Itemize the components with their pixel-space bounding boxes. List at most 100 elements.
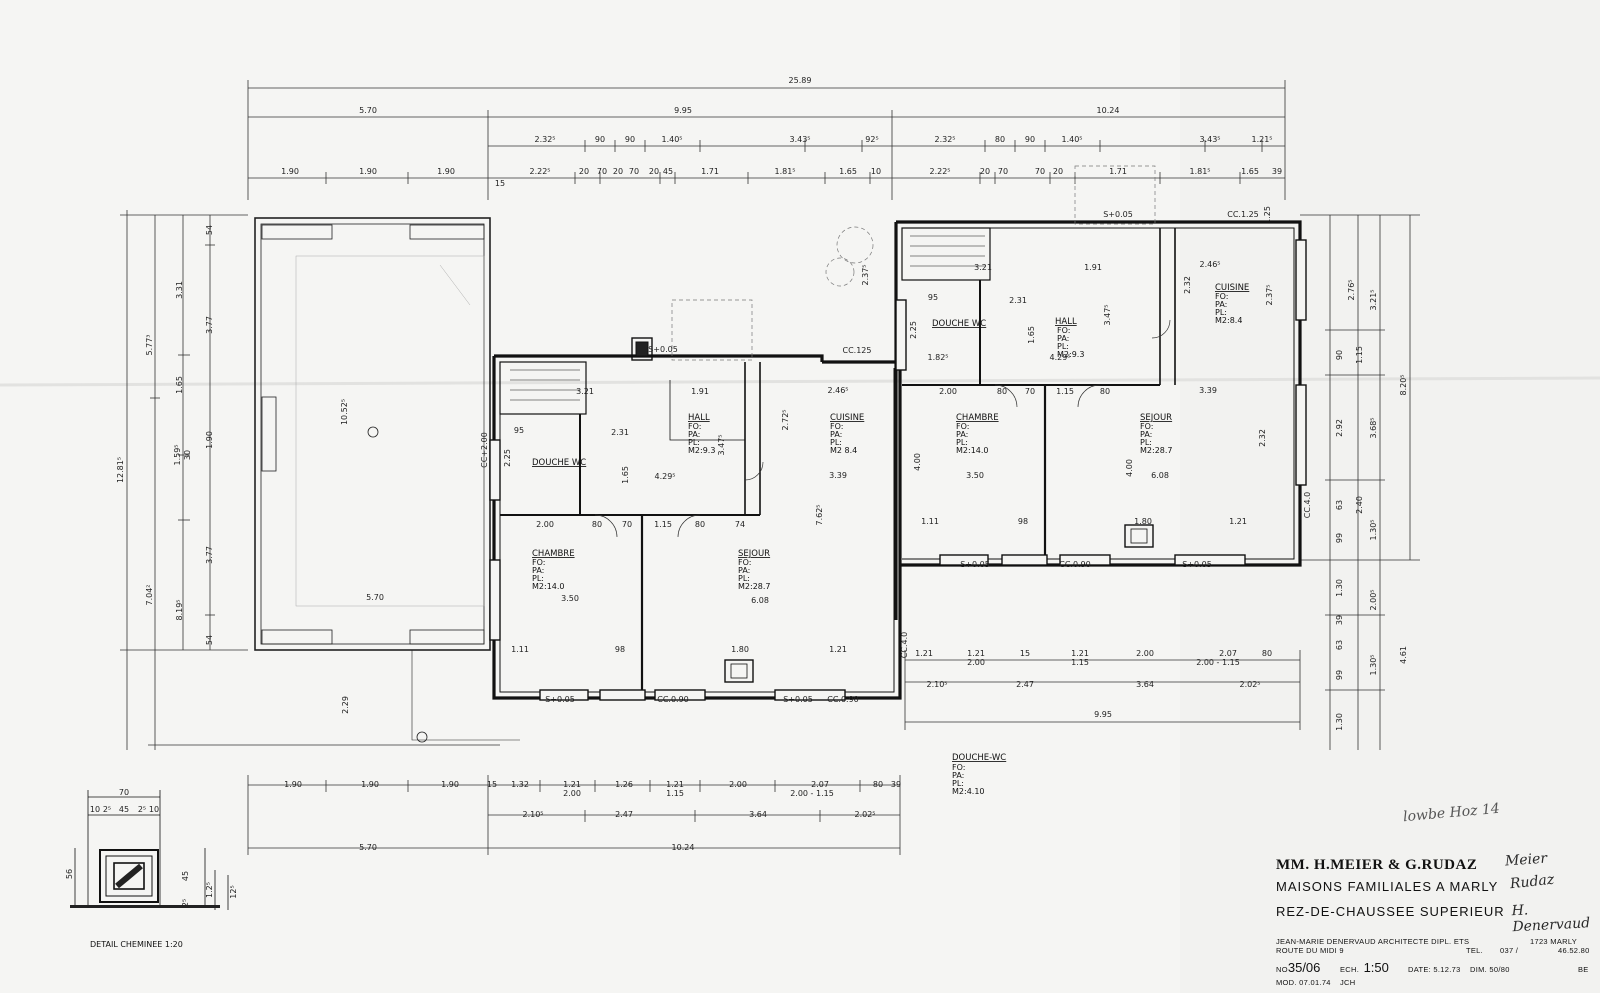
svg-text:3.47⁵: 3.47⁵ [717,434,726,455]
svg-text:1.91: 1.91 [691,387,709,396]
svg-text:1.80: 1.80 [731,645,749,654]
svg-text:2.25: 2.25 [503,449,512,467]
svg-text:DOUCHE WC: DOUCHE WC [932,319,986,329]
svg-text:1.71: 1.71 [1109,167,1127,176]
svg-text:39: 39 [1335,615,1344,625]
svg-text:90: 90 [1025,135,1035,144]
svg-text:1.15: 1.15 [1071,658,1089,667]
svg-text:2.02⁵: 2.02⁵ [1239,680,1260,689]
svg-text:2.00 - 1.15: 2.00 - 1.15 [1196,658,1240,667]
room-sejour-right: SEJOUR FO: PA: PL: M2:28.7 [1140,413,1173,455]
svg-text:CC.0.90: CC.0.90 [827,695,859,704]
firm-name: MM. H.MEIER & G.RUDAZ [1276,857,1478,873]
svg-text:90: 90 [595,135,605,144]
svg-text:1.71: 1.71 [701,167,719,176]
inner-dimension-labels: 3.21 1.91 2.31 4.29⁵ 3.50 6.08 2.00 80 7… [503,260,1274,654]
svg-text:2.00: 2.00 [1136,649,1154,658]
dim-bottom-right: 10.24 [672,843,695,852]
svg-text:6.08: 6.08 [1151,471,1169,480]
svg-text:20: 20 [649,167,659,176]
svg-text:3.21: 3.21 [974,263,992,272]
svg-text:PA:: PA: [1215,300,1227,309]
room-hall-left: HALL FO: PA: PL: M2:9.3 [688,413,715,455]
dim-label: DIM. [1470,965,1488,974]
svg-text:M2 8.4: M2 8.4 [830,446,857,455]
svg-text:2.31: 2.31 [1009,296,1027,305]
svg-text:2.02⁵: 2.02⁵ [854,810,875,819]
svg-text:3.50: 3.50 [561,594,579,603]
svg-text:CHAMBRE: CHAMBRE [532,549,575,559]
drawing-date: DATE: 5.12.73 [1408,965,1461,974]
signature-denervaud: H. Denervaud [1511,902,1591,936]
svg-text:CC.125: CC.125 [843,346,872,355]
svg-text:3.68⁵: 3.68⁵ [1369,417,1378,438]
svg-text:3.43⁵: 3.43⁵ [1199,135,1220,144]
svg-text:M2:28.7: M2:28.7 [1140,446,1173,455]
svg-text:3.21⁵: 3.21⁵ [1369,289,1378,310]
svg-text:PL:: PL: [830,438,842,447]
svg-text:7.04²: 7.04² [145,584,154,605]
date-value: 5.12.73 [1433,965,1461,974]
floor-level: REZ-DE-CHAUSSEE SUPERIEUR [1276,904,1505,919]
svg-text:PA:: PA: [956,430,968,439]
svg-text:PL:: PL: [532,574,544,583]
svg-text:FO:: FO: [830,422,843,431]
svg-text:3.47⁵: 3.47⁵ [1103,304,1112,325]
svg-text:PA:: PA: [830,430,842,439]
svg-text:PA:: PA: [952,771,964,780]
svg-text:70: 70 [119,788,129,797]
svg-text:30: 30 [183,450,192,460]
drawing-mod: MOD. 07.01.74 [1276,978,1331,987]
bottom-dimension-lines [247,775,901,855]
svg-text:1.59⁵: 1.59⁵ [173,444,182,465]
svg-text:95: 95 [514,426,524,435]
svg-text:M2:14.0: M2:14.0 [956,446,989,455]
svg-text:PL:: PL: [956,438,968,447]
svg-text:PL:: PL: [1215,308,1227,317]
svg-text:M2:14.0: M2:14.0 [532,582,565,591]
svg-text:CC.0.90: CC.0.90 [657,695,689,704]
svg-text:3.64: 3.64 [1136,680,1154,689]
svg-text:4.61: 4.61 [1399,646,1408,664]
dim-left-segment: 5.70 [359,106,377,115]
svg-text:2.22⁵: 2.22⁵ [929,167,950,176]
svg-text:PA:: PA: [688,430,700,439]
svg-text:4.00: 4.00 [913,453,922,471]
svg-text:FO:: FO: [1140,422,1153,431]
svg-text:SEJOUR: SEJOUR [1140,413,1172,423]
svg-text:3.21: 3.21 [576,387,594,396]
svg-text:4.00: 4.00 [1125,459,1134,477]
terrace-outline [254,217,520,743]
dim-value: 50/80 [1489,965,1510,974]
svg-text:2.32: 2.32 [1258,429,1267,447]
chimney-detail-labels: 70 10 2⁵ 45 2⁵ 10 56 45 1.2⁵ 2⁵ 12⁵ DETA… [65,788,238,949]
svg-text:FO:: FO: [956,422,969,431]
right-unit-bottom-labels: 1.21 1.21 2.00 15 1.21 1.15 2.00 2.07 2.… [915,649,1272,719]
svg-text:1.30: 1.30 [1335,579,1344,597]
svg-text:20: 20 [579,167,589,176]
svg-text:5.70: 5.70 [366,593,384,602]
svg-text:45: 45 [119,805,129,814]
svg-text:1.65: 1.65 [1241,167,1259,176]
svg-text:98: 98 [1018,517,1028,526]
svg-text:3.43⁵: 3.43⁵ [789,135,810,144]
svg-text:1.90: 1.90 [359,167,377,176]
svg-text:2.37⁵: 2.37⁵ [1265,284,1274,305]
svg-text:95: 95 [928,293,938,302]
svg-text:1.80: 1.80 [1134,517,1152,526]
svg-text:CC.1.25: CC.1.25 [1227,210,1259,219]
room-cuisine-left: CUISINE FO: PA: PL: M2 8.4 [830,413,864,455]
svg-text:4.29⁵: 4.29⁵ [1049,353,1070,362]
svg-text:15: 15 [1020,649,1030,658]
svg-text:70: 70 [629,167,639,176]
svg-text:2.07: 2.07 [811,780,829,789]
svg-text:HALL: HALL [688,413,710,423]
svg-text:56: 56 [65,869,74,879]
left-dimension-lines [120,210,500,750]
svg-text:1.30⁵: 1.30⁵ [1369,519,1378,540]
right-dimension-labels: 1.25 2.76⁵ 3.21⁵ 90 1.15 2.92 3.68⁵ 63 2… [1263,206,1408,731]
svg-text:2.40: 2.40 [1355,496,1364,514]
svg-text:98: 98 [615,645,625,654]
svg-text:CC.0.90: CC.0.90 [1059,560,1091,569]
